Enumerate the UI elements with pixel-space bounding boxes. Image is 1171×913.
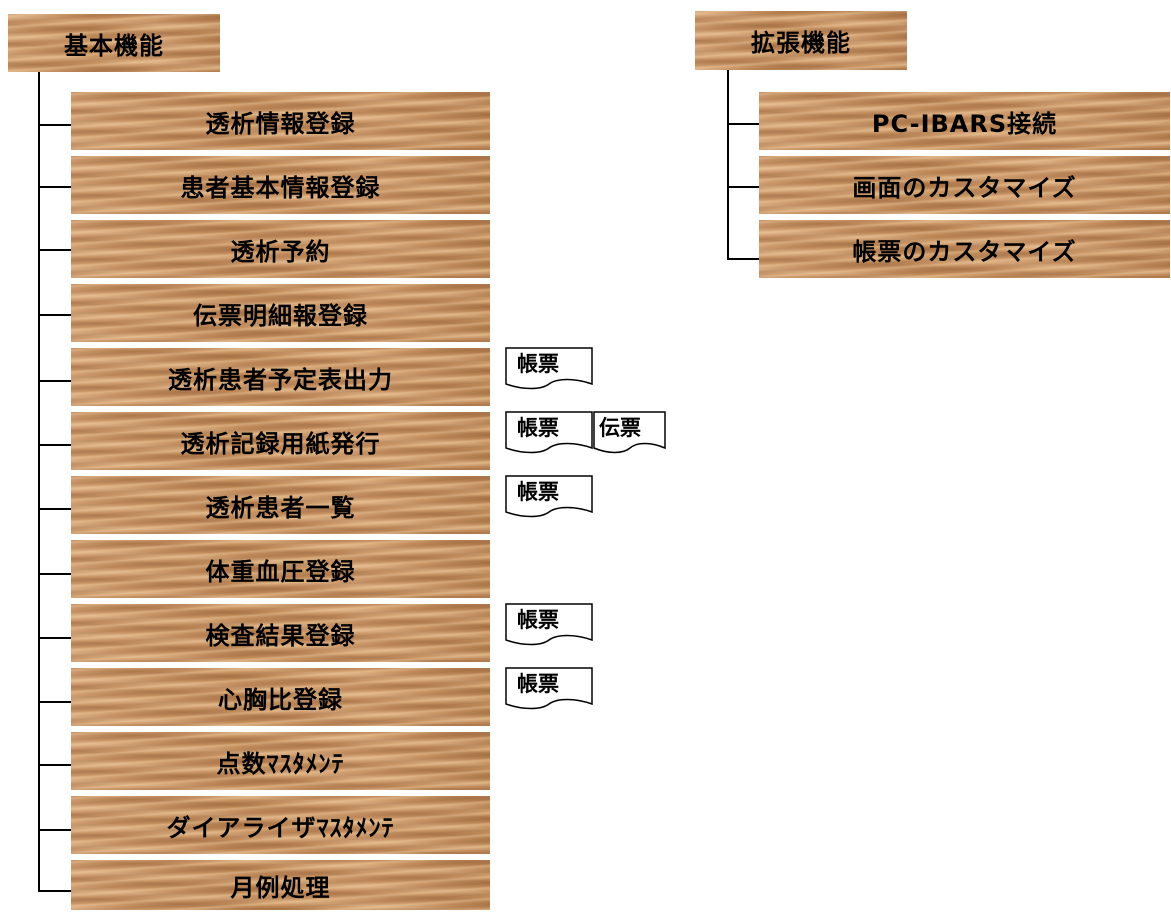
basic-functions-header: 基本機能 (8, 14, 220, 72)
tree-branch-line (38, 186, 72, 188)
report-badge-label: 帳票 (517, 480, 559, 504)
report-badge-label: 帳票 (517, 608, 559, 632)
tree-branch-line (38, 314, 72, 316)
report-badge-label: 帳票 (517, 352, 559, 376)
tree-branch-line (38, 764, 72, 766)
tree-branch-line (727, 186, 760, 188)
tree-branch-line (38, 124, 72, 126)
tree-branch-line (38, 249, 72, 251)
node-test-result-registration[interactable]: 検査結果登録 (71, 604, 490, 662)
node-screen-customize[interactable]: 画面のカスタマイズ (759, 156, 1170, 214)
report-badge-label: 帳票 (517, 672, 559, 696)
tree-branch-line (38, 701, 72, 703)
node-ctr-registration[interactable]: 心胸比登録 (71, 668, 490, 726)
tree-branch-line (38, 890, 72, 892)
node-slip-detail-registration[interactable]: 伝票明細報登録 (71, 284, 490, 342)
document-shape-icon (505, 667, 593, 710)
node-report-customize[interactable]: 帳票のカスタマイズ (759, 220, 1170, 278)
node-monthly-processing[interactable]: 月例処理 (71, 860, 490, 910)
node-dialysis-record-sheet[interactable]: 透析記録用紙発行 (71, 412, 490, 470)
slip-badge-label: 伝票 (599, 416, 641, 440)
node-dialysis-reservation[interactable]: 透析予約 (71, 220, 490, 278)
tree-branch-line (38, 637, 72, 639)
node-dialysis-info-registration[interactable]: 透析情報登録 (71, 92, 490, 150)
node-points-master-maintenance[interactable]: 点数ﾏｽﾀﾒﾝﾃ (71, 732, 490, 790)
document-shape-icon (593, 411, 666, 454)
tree-branch-line (38, 508, 72, 510)
document-shape-icon (505, 347, 593, 390)
document-shape-icon (505, 603, 593, 646)
tree-branch-line (38, 444, 72, 446)
node-dialyzer-master-maintenance[interactable]: ダイアライザﾏｽﾀﾒﾝﾃ (71, 796, 490, 854)
tree-branch-line (38, 829, 72, 831)
tree-branch-line (727, 258, 760, 260)
node-weight-bp-registration[interactable]: 体重血圧登録 (71, 540, 490, 598)
node-dialysis-patient-list[interactable]: 透析患者一覧 (71, 476, 490, 534)
report-doc-badge: 帳票 (505, 347, 593, 391)
report-doc-badge: 帳票 (505, 667, 593, 711)
extended-tree-trunk (727, 70, 729, 259)
tree-branch-line (38, 380, 72, 382)
tree-branch-line (727, 123, 760, 125)
document-shape-icon (505, 411, 593, 454)
tree-branch-line (38, 573, 72, 575)
slip-doc-badge: 伝票 (593, 411, 666, 455)
report-doc-badge: 帳票 (505, 475, 593, 519)
node-pc-ibars-connection[interactable]: PC-IBARS接続 (759, 92, 1170, 150)
document-shape-icon (505, 475, 593, 518)
node-patient-schedule-output[interactable]: 透析患者予定表出力 (71, 348, 490, 406)
report-doc-badge: 帳票 (505, 603, 593, 647)
report-doc-badge: 帳票 (505, 411, 593, 455)
node-patient-basic-info-registration[interactable]: 患者基本情報登録 (71, 156, 490, 214)
basic-tree-trunk (38, 72, 40, 890)
report-badge-label: 帳票 (517, 416, 559, 440)
extended-functions-header: 拡張機能 (695, 11, 907, 70)
